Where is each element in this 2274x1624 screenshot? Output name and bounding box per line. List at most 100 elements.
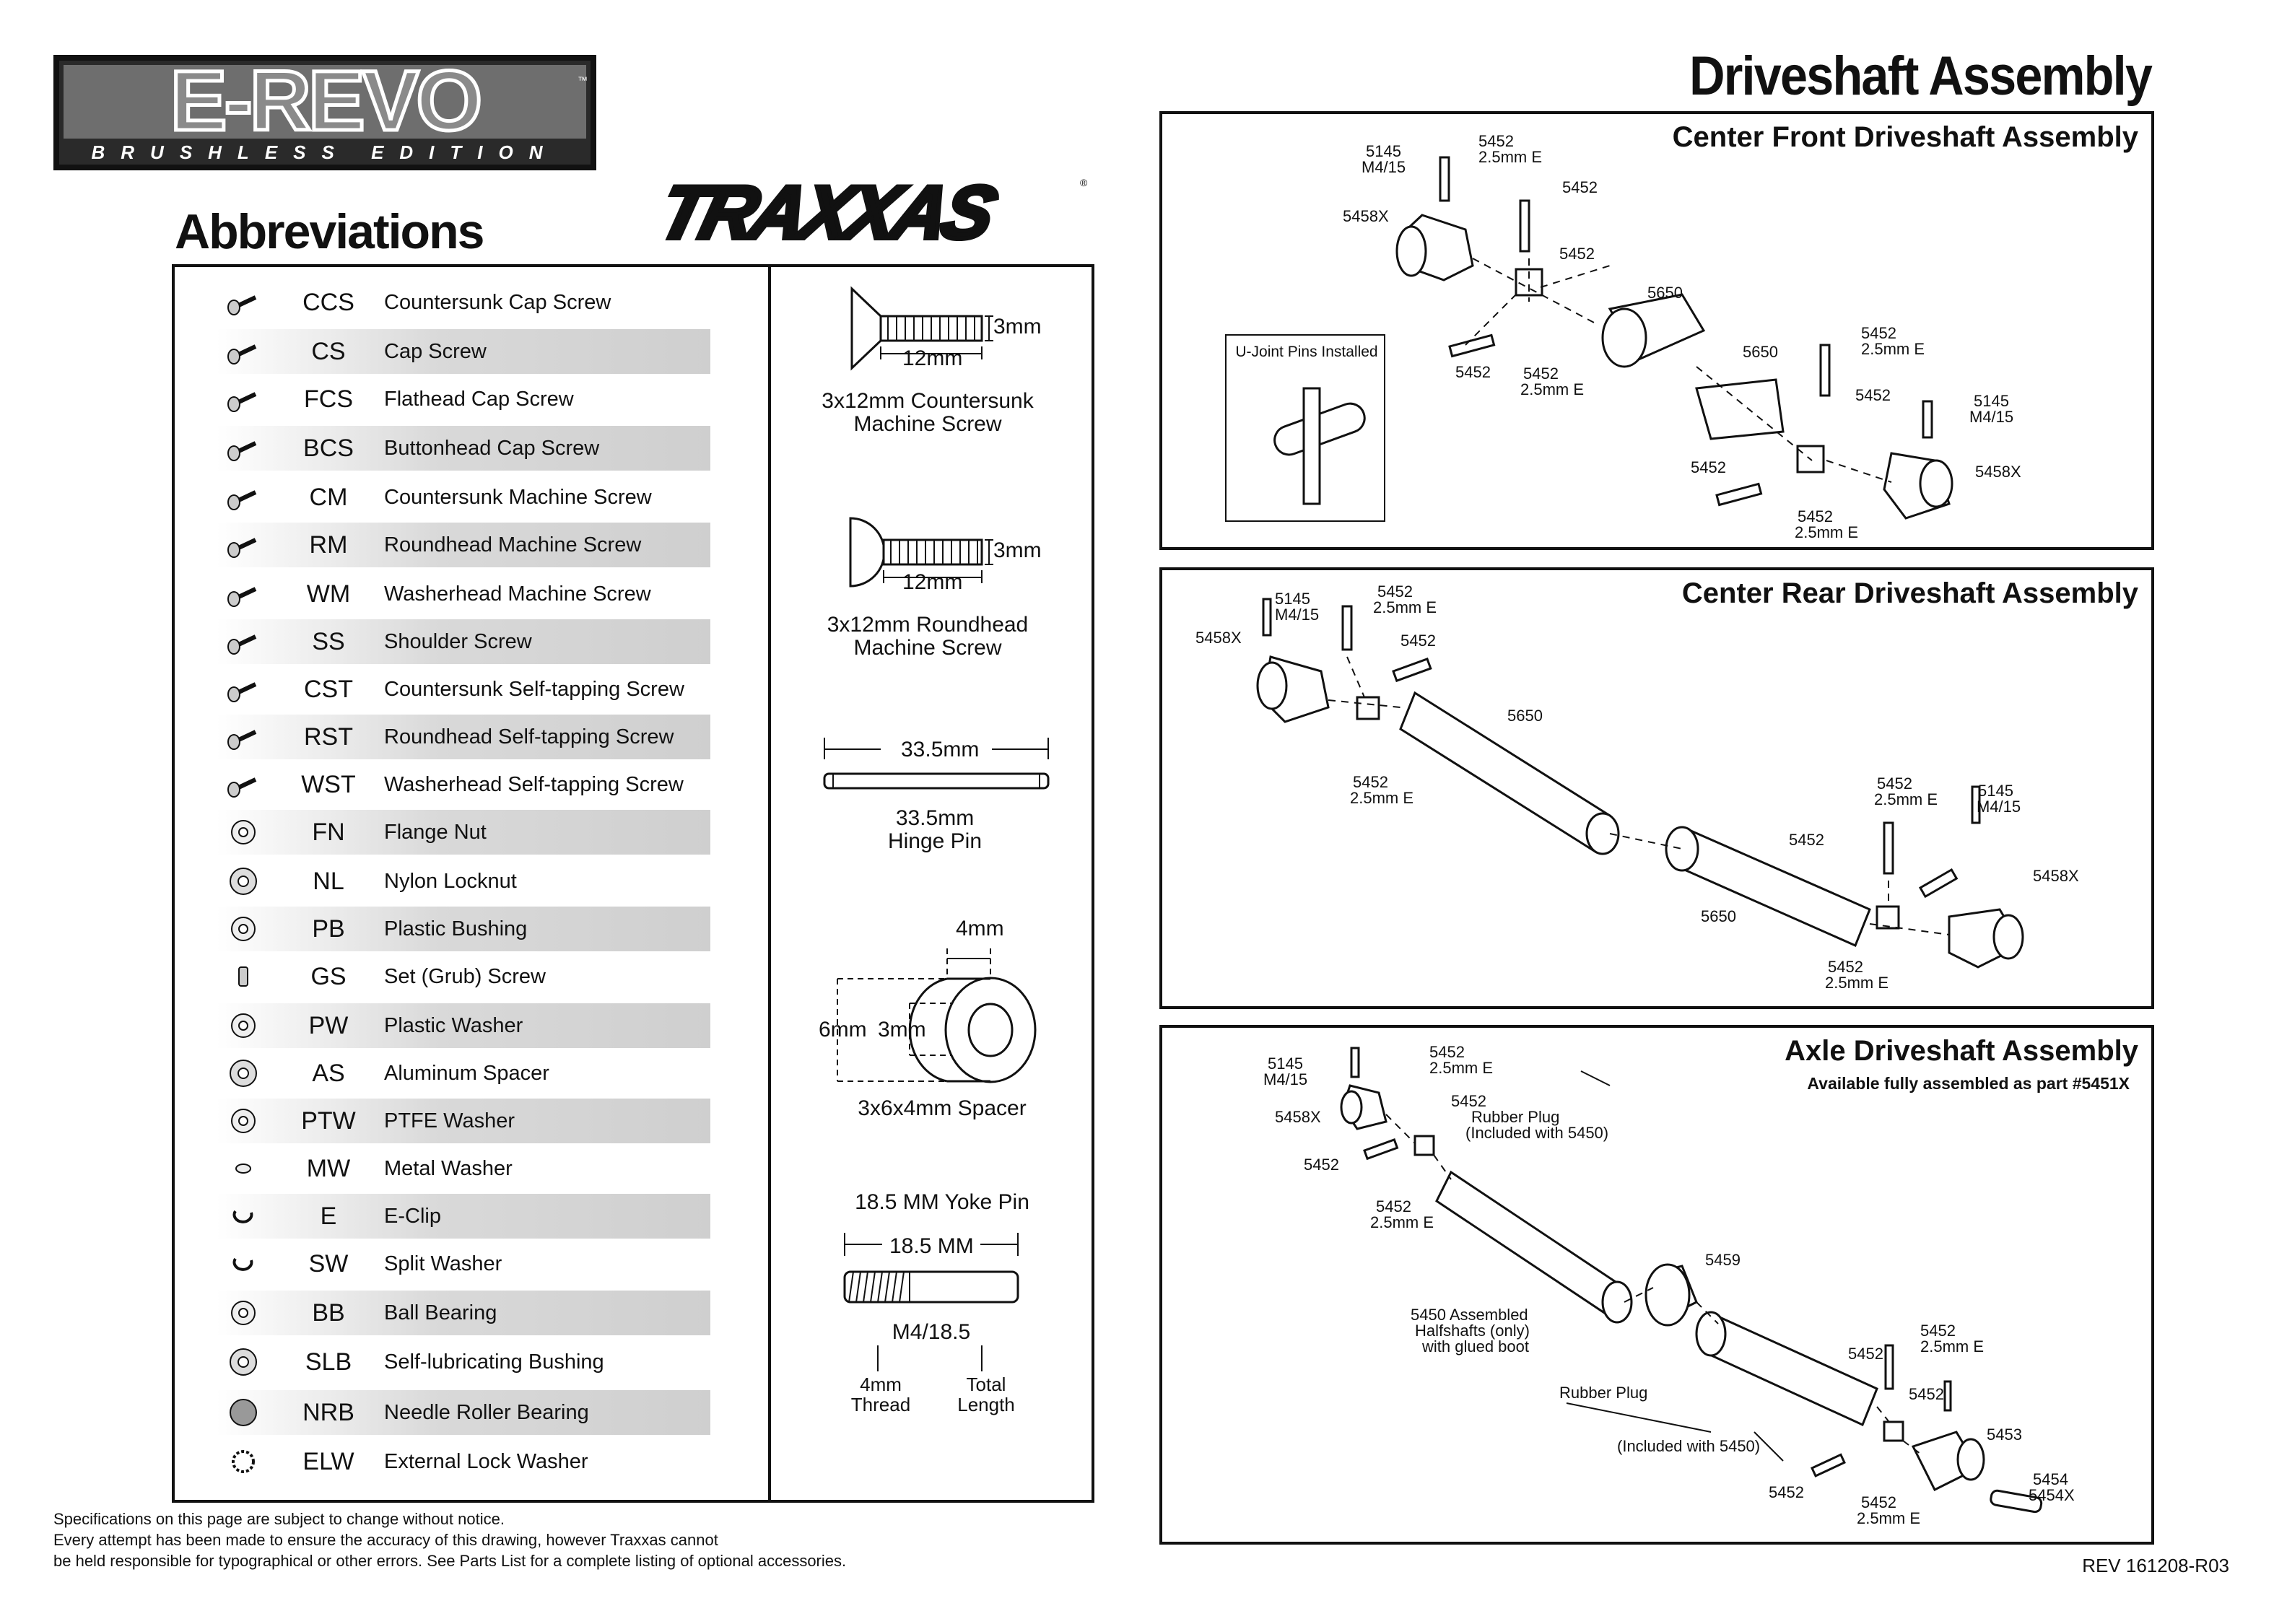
abbreviation-description: E-Clip [384,1205,441,1228]
axle-exploded-diagram [1340,1047,2043,1514]
axle-title: Axle Driveshaft Assembly [1785,1035,2138,1067]
abbreviation-code: PTW [301,1107,356,1135]
self-lubricating-bushing-icon [227,1347,260,1377]
revision-number: REV 161208-R03 [2082,1555,2229,1576]
yoke-pin-spec: 18.5 MM Yoke Pin 18.5 MM M4/18.5 4mm Thr… [809,1191,1076,1429]
abbreviation-row: RM Roundhead Machine Screw [217,523,710,567]
cap-screw-icon [227,336,260,367]
center-front-title: Center Front Driveshaft Assembly [1672,121,2138,153]
abbreviation-code: CS [311,338,346,365]
abbreviation-code: SLB [305,1348,352,1376]
abbreviation-description: Flathead Cap Screw [384,388,574,411]
abbreviation-description: Plastic Washer [384,1014,523,1037]
roundhead-screw-spec: 3mm 12mm 3x12mm Roundhead Machine Screw [809,498,1076,686]
abbreviation-row: E E-Clip [217,1194,710,1239]
abbreviation-row: PB Plastic Bushing [217,907,710,951]
abbreviation-description: Plastic Bushing [384,917,528,940]
spacer-drawing [837,948,1037,1083]
abbreviation-code: SW [308,1250,349,1278]
abbreviation-row: CM Countersunk Machine Screw [217,475,710,520]
aluminum-spacer-icon [227,1058,260,1088]
shoulder-screw-icon [227,627,260,657]
plastic-washer-icon [227,1010,260,1041]
traxxas-logo: TRAXXAS ® [648,168,1097,258]
abbreviation-row: CCS Countersunk Cap Screw [217,280,710,325]
e-revo-logo: E-REVO BRUSHLESS EDITION ™ [53,52,596,170]
abbreviation-row: GS Set (Grub) Screw [217,954,710,999]
abbreviation-code: FN [312,818,345,846]
abbreviation-description: Flange Nut [384,821,487,844]
roundhead-screw-drawing [849,517,993,588]
abbreviation-row: BB Ball Bearing [217,1291,710,1335]
plastic-bushing-icon [227,914,260,944]
abbreviation-description: Needle Roller Bearing [384,1401,589,1424]
abbreviations-table [172,264,1094,1503]
abbreviation-description: Buttonhead Cap Screw [384,437,600,460]
u-joint-inset-label: U-Joint Pins Installed [1235,344,1378,360]
center-front-driveshaft-panel: Center Front Driveshaft Assembly [1159,111,2154,550]
roundhead-machine-screw-icon [227,530,260,560]
abbreviation-row: PTW PTFE Washer [217,1099,710,1143]
abbreviation-description: Roundhead Self-tapping Screw [384,725,674,748]
abbreviation-code: RM [309,531,348,559]
abbreviation-code: BB [312,1299,345,1327]
countersunk-screw-drawing [850,286,993,371]
hinge-pin-spec: 33.5mm 33.5mm Hinge Pin [809,729,1076,873]
center-front-exploded-diagram [1225,156,1953,522]
abbreviation-description: Ball Bearing [384,1301,497,1324]
nylon-locknut-icon [227,866,260,896]
e-clip-icon [227,1201,260,1231]
abbreviation-code: CM [309,484,348,511]
ptfe-washer-icon [227,1106,260,1136]
abbreviation-code: CCS [302,289,354,316]
abbreviation-code: BCS [303,435,354,462]
flathead-cap-screw-icon [227,384,260,414]
abbreviation-code: PB [312,915,345,943]
center-rear-exploded-diagram [1256,598,2024,969]
abbreviation-code: CST [304,676,353,703]
spacer-spec: 4mm 6mm 3mm 3x6x4mm Spacer [809,917,1076,1133]
countersunk-cap-screw-icon [227,287,260,318]
buttonhead-cap-screw-icon [227,433,260,463]
hinge-pin-drawing [823,738,1050,790]
abbreviations-heading: Abbreviations [175,204,484,259]
abbreviation-description: PTFE Washer [384,1109,515,1132]
abbreviation-description: Metal Washer [384,1157,513,1180]
svg-text:™: ™ [578,74,588,86]
axle-driveshaft-panel: Axle Driveshaft Assembly Available fully… [1159,1025,2154,1545]
metal-washer-icon [227,1153,260,1184]
abbreviation-description: Set (Grub) Screw [384,965,546,988]
abbreviation-description: Self-lubricating Bushing [384,1350,604,1374]
abbreviation-description: Washerhead Machine Screw [384,582,651,606]
countersunk-machine-screw-icon [227,482,260,512]
abbreviation-code: AS [312,1060,345,1087]
abbreviation-row: AS Aluminum Spacer [217,1051,710,1096]
yoke-pin-drawing [843,1233,1019,1304]
abbreviation-description: Roundhead Machine Screw [384,533,642,556]
washerhead-self-tapping-screw-icon [227,769,260,800]
roundhead-self-tapping-screw-icon [227,722,260,752]
axle-subtitle: Available fully assembled as part #5451X [1807,1074,2130,1093]
abbreviation-description: Countersunk Machine Screw [384,486,652,509]
countersunk-screw-spec: 3mm 12mm 3x12mm Countersunk Machine Scre… [809,274,1076,462]
set-screw-icon [227,961,260,992]
abbreviation-description: Aluminum Spacer [384,1062,549,1085]
logo-main-text: E-REVO [170,55,479,149]
abbreviation-code: GS [310,963,347,990]
abbreviation-description: Countersunk Cap Screw [384,291,611,314]
abbreviation-code: WM [306,580,351,608]
abbreviation-code: SS [312,628,345,655]
abbreviation-code: E [320,1202,337,1230]
abbreviation-code: MW [306,1155,351,1182]
split-washer-icon [227,1249,260,1279]
abbreviation-code: WST [301,771,356,798]
abbreviation-row: SLB Self-lubricating Bushing [217,1340,710,1384]
